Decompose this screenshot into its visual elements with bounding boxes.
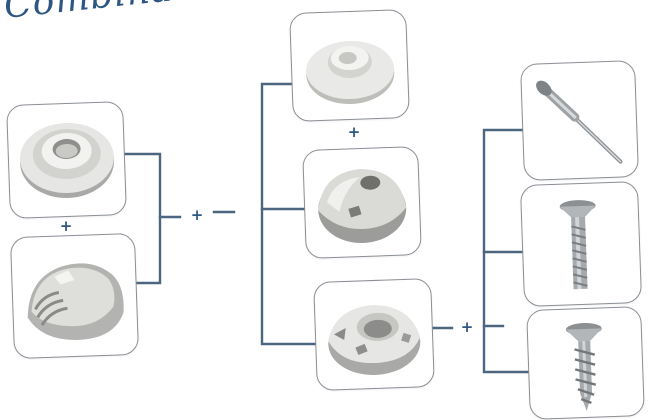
- machine-screw-part: [559, 200, 596, 290]
- grommet-ring-part: [19, 122, 115, 198]
- wood-screw-part: [565, 323, 602, 411]
- wood-screw-card: [526, 306, 645, 420]
- grommet-ring-card: [6, 100, 127, 220]
- dome-base-card: [302, 146, 422, 259]
- plus-sign: +: [59, 217, 73, 235]
- plus-sign: +: [460, 318, 474, 336]
- ventilator-cover-card: [9, 232, 140, 360]
- bracket-group-1: [120, 152, 162, 285]
- plus-sign: +: [190, 206, 204, 224]
- washer-cap-card: [289, 8, 410, 123]
- bracket-group-2: [260, 82, 318, 346]
- round-socket-card: [313, 277, 435, 392]
- machine-screw-card: [519, 180, 643, 308]
- blind-rivet-card: [519, 60, 640, 181]
- dome-base-part: [318, 169, 407, 244]
- round-socket-part: [328, 305, 421, 376]
- plus-sign: +: [347, 123, 361, 141]
- washer-cap-part: [306, 40, 395, 104]
- blind-rivet-part: [536, 80, 623, 164]
- ventilator-cover-part: [27, 263, 124, 340]
